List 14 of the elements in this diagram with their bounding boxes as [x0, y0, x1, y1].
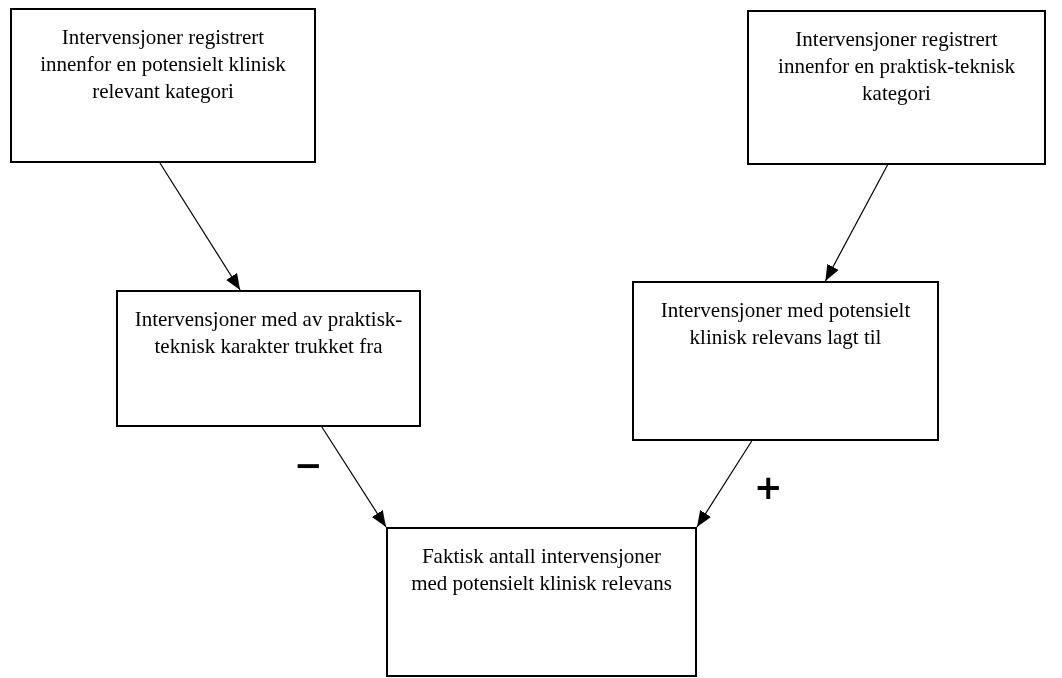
- arrow: [159, 162, 241, 291]
- box-text: Faktisk antall intervensjoner med potensielt klinisk relevans: [410, 543, 673, 597]
- box-text: Intervensjoner registrert innenfor en potensielt klinisk relevant kategori: [39, 24, 287, 105]
- box-text: Intervensjoner med av praktisk-teknisk karakter trukket fra: [133, 306, 404, 360]
- arrow: [696, 440, 753, 528]
- arrow: [824, 164, 889, 282]
- process-box: [116, 290, 421, 427]
- process-box: [10, 8, 316, 163]
- process-box: [632, 281, 939, 441]
- arrow: [321, 426, 387, 528]
- box-text: Intervensjoner registrert innenfor en praktisk-teknisk kategori: [777, 26, 1016, 107]
- box-text: Intervensjoner med potensielt klinisk relevans lagt til: [659, 297, 912, 351]
- process-box: [747, 10, 1046, 165]
- process-box: [386, 527, 697, 677]
